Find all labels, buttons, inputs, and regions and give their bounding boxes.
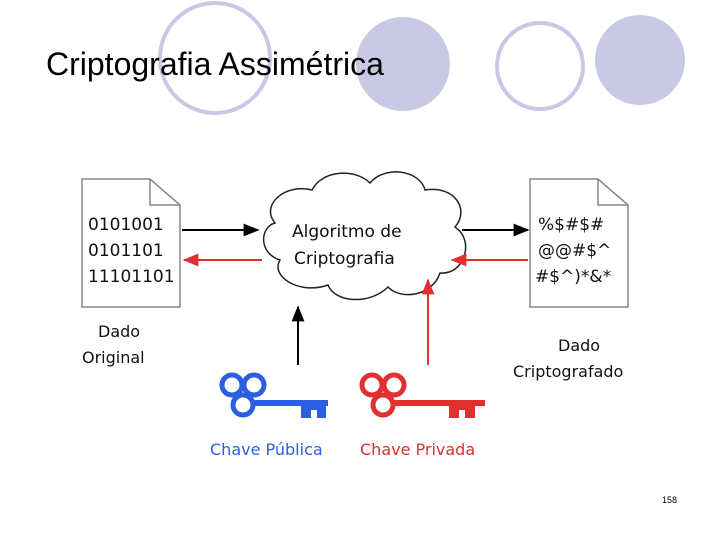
encrypted-doc-label-1: Dado	[558, 336, 600, 355]
original-doc-label-1: Dado	[98, 322, 140, 341]
original-doc-line-2: 0101101	[88, 241, 164, 261]
encrypted-doc-line-3: #$^)*&*	[535, 267, 611, 287]
public-key-icon	[219, 372, 328, 418]
page-number: 158	[662, 495, 678, 505]
slide-title: Criptografia Assimétrica	[46, 46, 384, 82]
decorative-circles	[158, 1, 685, 115]
original-doc-line-3: 11101101	[88, 267, 175, 287]
decor-circle-3	[495, 21, 585, 111]
algorithm-line-1: Algoritmo de	[292, 222, 402, 242]
encrypted-doc-line-2: @@#$^	[538, 241, 611, 261]
original-doc-line-1: 0101001	[88, 215, 164, 235]
original-document: 0101001 0101101 11101101	[81, 178, 181, 308]
encrypted-doc-label-2: Criptografado	[513, 362, 623, 381]
encryption-diagram: 0101001 0101101 11101101 Dado Original A…	[81, 171, 629, 459]
original-doc-label-2: Original	[82, 348, 145, 367]
decor-circle-2	[356, 17, 450, 111]
encrypted-doc-line-1: %$#$#	[538, 215, 604, 235]
decor-circle-4	[595, 15, 685, 105]
algorithm-line-2: Criptografia	[294, 249, 395, 269]
decor-circle-1	[158, 1, 272, 115]
public-key-label: Chave Pública	[210, 440, 323, 459]
encrypted-document: %$#$# @@#$^ #$^)*&*	[529, 178, 629, 308]
algorithm-cloud: Algoritmo de Criptografia	[262, 171, 467, 301]
private-key-icon	[359, 372, 485, 418]
private-key-label: Chave Privada	[360, 440, 475, 459]
